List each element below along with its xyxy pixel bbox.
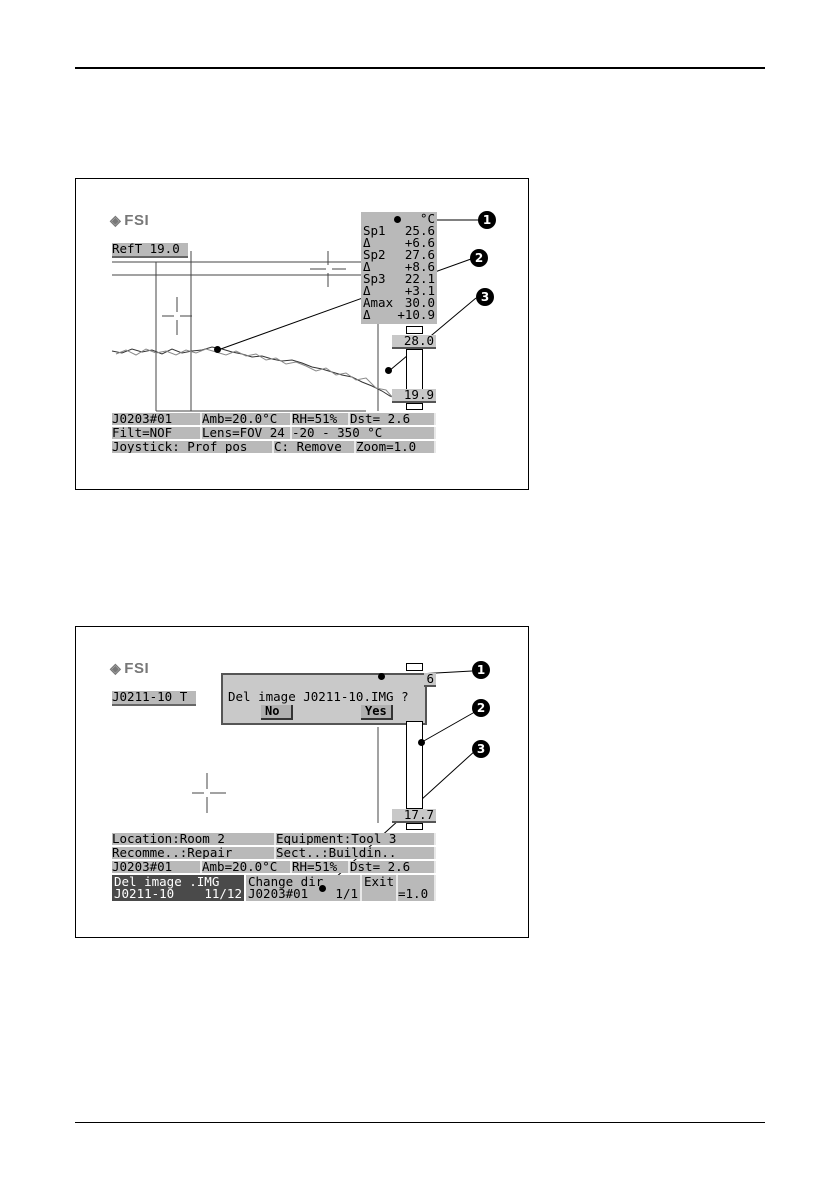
image-name-label: J0211-10 T [112,690,196,706]
readout-value: 22.1 [404,271,435,286]
status-lens: Lens=FOV 24 [202,427,292,439]
callout-anchor-3 [319,885,326,892]
readout-row: Δ [363,235,371,250]
crosshair-sp1 [162,297,192,335]
zoom-partial: =1.0 [398,875,436,901]
readout-value: +6.6 [404,235,435,250]
change-dir-menu[interactable]: Change dir J0203#01 1/1 [246,875,362,901]
callout-1: 1 [472,661,490,679]
status-joystick: Joystick: Prof pos [112,441,274,453]
scale-min-value: 19.9 [392,388,436,403]
exit-label: Exit [364,875,395,889]
delete-confirm-dialog: Del image J0211-10.IMG ? No Yes [221,673,427,725]
scale-max-value-partial: 6 [424,672,436,687]
scale-bottom-cap [406,823,423,830]
status-location: Location:Room 2 [112,833,276,845]
screenshot-panel-delete: ◈FSI J0211-10 T Del image J0211-10.IMG ?… [75,626,529,938]
top-rule [75,67,765,69]
readout-value: 30.0 [404,295,435,310]
status-file: J0203#01 [112,413,202,425]
delete-image-title: Del image .IMG [114,874,220,889]
crosshair-sp2 [310,251,346,287]
delete-image-menu[interactable]: Del image .IMG J0211-10 11/12 [112,875,244,901]
readout-row: Δ [363,259,371,274]
scale-max-value: 28.0 [392,334,436,349]
fsi-logo: ◈FSI [110,660,150,677]
callout-anchor-1 [394,216,401,223]
spot-readout-panel: °C Sp1 25.6 Δ +6.6 Sp2 27.6 Δ +8.6 Sp3 2… [361,212,437,324]
status-equipment: Equipment:Tool 3 [276,833,436,845]
unit-label: °C [419,211,435,226]
scale-top-cap [406,326,423,334]
status-remove-hint[interactable]: C: Remove [274,441,356,453]
status-file: J0203#01 [112,861,202,873]
callout-anchor-1 [378,673,385,680]
reference-temp-label: RefT 19.0 [112,242,188,258]
profile-graphics [111,219,486,412]
status-humidity: RH=51% [292,413,350,425]
status-range: -20 - 350 °C [292,427,436,439]
fsi-logo-icon: ◈ [110,212,122,228]
status-zoom: Zoom=1.0 [356,441,436,453]
status-ambient: Amb=20.0°C [202,861,292,873]
callout-3: 3 [472,740,490,758]
callout-2: 2 [470,249,488,267]
no-button[interactable]: No [261,705,293,720]
callout-3: 3 [476,288,494,306]
change-dir-count: 1/1 [335,886,358,901]
readout-row: Amax [363,295,394,310]
readout-row: Δ [363,283,371,298]
readout-row: Sp3 [363,271,386,286]
readout-row: Δ [363,307,371,322]
temperature-scale-bar [406,349,423,391]
fsi-logo-icon: ◈ [110,660,122,676]
status-ambient: Amb=20.0°C [202,413,292,425]
status-distance: Dst= 2.6 [350,413,436,425]
status-filter: Filt=NOF [112,427,202,439]
scale-top-cap [406,663,423,671]
readout-value: +8.6 [404,259,435,274]
bottom-rule [75,1122,765,1123]
status-humidity: RH=51% [292,861,350,873]
delete-image-file: J0211-10 [114,886,175,901]
status-recommendation: Recomme..:Repair [112,847,276,859]
readout-value: +10.9 [397,307,435,322]
callout-anchor-3 [385,367,392,374]
callout-anchor-2 [214,346,221,353]
status-distance: Dst= 2.6 [350,861,436,873]
zoom-partial-value: =1.0 [398,886,429,901]
change-dir-title: Change dir [248,875,324,889]
yes-button[interactable]: Yes [361,705,393,720]
temperature-profile-line-2 [115,348,395,400]
scale-min-value: 17.7 [392,808,436,823]
readout-value: 25.6 [404,223,435,238]
readout-row: Sp2 [363,247,386,262]
callout-2: 2 [472,699,490,717]
delete-image-count: 11/12 [204,886,242,901]
exit-menu[interactable]: Exit [362,875,398,901]
readout-value: +3.1 [404,283,435,298]
status-section: Sect..:Buildin.. [276,847,436,859]
callout-anchor-2 [418,739,425,746]
temperature-scale-bar [406,721,423,809]
dialog-question: Del image J0211-10.IMG ? [228,689,409,704]
readout-row: Sp1 [363,223,386,238]
change-dir-value: J0203#01 [248,886,309,901]
screenshot-panel-profile: ◈FSI RefT 19.0 °C Sp1 25.6 Δ +6.6 Sp2 27… [75,178,529,490]
scale-bottom-cap [406,403,423,410]
crosshair [192,773,226,813]
callout-1: 1 [478,211,496,229]
fsi-logo: ◈FSI [110,212,150,229]
readout-value: 27.6 [404,247,435,262]
